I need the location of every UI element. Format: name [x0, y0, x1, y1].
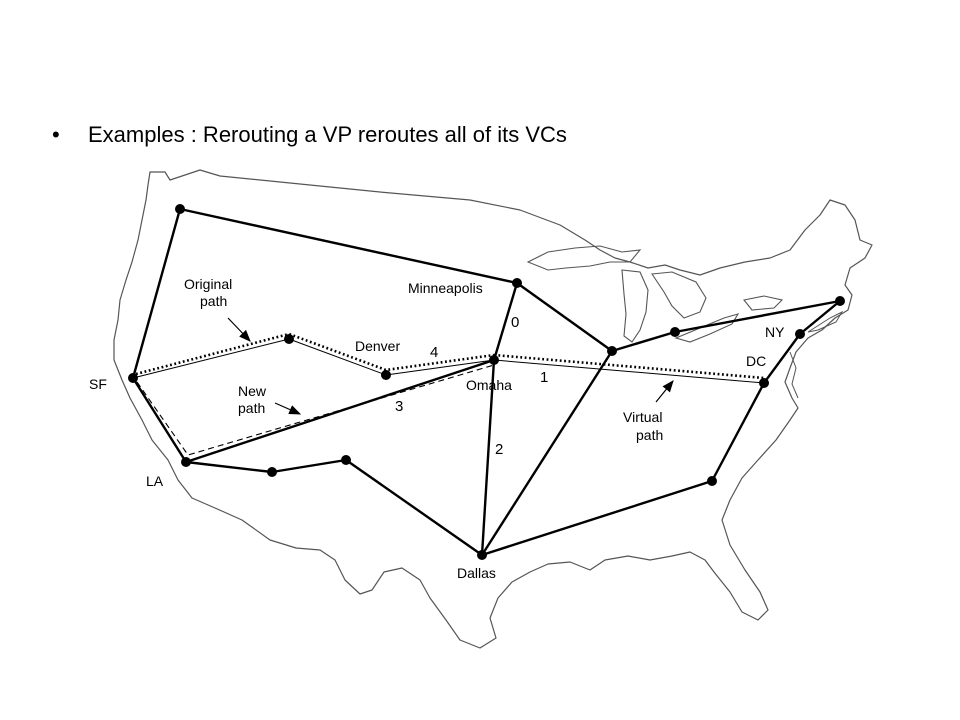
node-atlanta: [707, 476, 717, 486]
node-ny: [795, 329, 805, 339]
link-minneapolis-omaha: [492, 281, 519, 362]
original-path-dotted: [135, 332, 495, 376]
node-cleveland: [670, 327, 680, 337]
link-omaha-dallas: [480, 358, 496, 557]
link-cleveland-boston: [673, 299, 842, 334]
new-path-dashed: [136, 364, 495, 456]
link-elpaso-dallas: [344, 458, 484, 557]
city-label-dallas: Dallas: [457, 565, 496, 581]
link-minneapolis-chicago: [515, 281, 614, 353]
network-nodes: [128, 204, 845, 560]
node-dallas: [477, 550, 487, 560]
link-chicago-dallas: [480, 349, 614, 557]
node-sf: [128, 373, 138, 383]
node-denver: [381, 370, 391, 380]
annotation-new-line1: New: [238, 383, 267, 399]
link-denver-omaha: [385, 359, 495, 376]
chesapeake-bay: [789, 351, 799, 399]
node-nw: [175, 204, 185, 214]
link-number-4: 4: [430, 344, 438, 361]
virtual-path-dotted: [493, 353, 765, 380]
annotation-new-line2: path: [238, 400, 265, 416]
link-number-0: 0: [511, 314, 519, 331]
node-la: [181, 457, 191, 467]
city-label-sf: SF: [89, 376, 107, 392]
link-phoenix-elpaso: [270, 458, 348, 474]
city-label-ny: NY: [765, 324, 785, 340]
node-salt-lake: [284, 334, 294, 344]
city-label-dc: DC: [746, 353, 766, 369]
link-sf-salt-lake: [132, 338, 290, 379]
annotation-virtual-line1: Virtual: [623, 409, 662, 425]
node-chicago: [607, 346, 617, 356]
link-omaha-la: [184, 358, 496, 464]
city-label-minneapolis: Minneapolis: [408, 280, 483, 296]
bullet-item: • Examples : Rerouting a VP reroutes all …: [52, 118, 567, 152]
link-atlanta-dallas: [480, 479, 714, 557]
annotation-original-line2: path: [200, 293, 227, 309]
link-la-phoenix: [184, 460, 274, 474]
link-number-2: 2: [495, 441, 503, 458]
us-map-outline: [113, 169, 873, 649]
annotation-arrows: [227, 317, 674, 415]
virtual-path-arrow: [655, 380, 674, 403]
new-path-arrow: [274, 402, 302, 415]
link-boston-ny: [798, 299, 842, 336]
annotation-virtual-line2: path: [636, 427, 663, 443]
city-label-denver: Denver: [355, 338, 400, 354]
link-sf-nw: [131, 207, 182, 380]
lake-superior: [526, 245, 642, 271]
link-sf-la: [131, 376, 188, 464]
link-ny-dc: [762, 332, 802, 385]
city-label-la: LA: [146, 473, 164, 489]
node-boston: [835, 296, 845, 306]
link-number-3: 3: [395, 398, 403, 415]
node-omaha: [489, 355, 499, 365]
link-omaha-dc: [493, 359, 765, 384]
long-island: [807, 310, 844, 333]
city-label-omaha: Omaha: [466, 377, 512, 393]
node-minneapolis: [512, 278, 522, 288]
physical-links: [131, 207, 842, 557]
lake-michigan: [621, 269, 649, 343]
lake-erie: [674, 313, 740, 343]
link-number-1: 1: [540, 369, 548, 386]
node-elpaso: [341, 455, 351, 465]
link-dc-atlanta: [710, 381, 766, 483]
node-phoenix: [267, 467, 277, 477]
bullet-text: Examples : Rerouting a VP reroutes all o…: [88, 122, 567, 147]
lake-ontario: [743, 295, 784, 311]
annotation-original-line1: Original: [184, 276, 232, 292]
link-chicago-cleveland: [610, 330, 677, 353]
node-dc: [759, 378, 769, 388]
original-path-arrow: [227, 317, 251, 342]
link-nw-minneapolis: [178, 207, 519, 285]
bullet-marker: •: [52, 122, 60, 147]
thin-links: [132, 338, 765, 384]
lake-huron: [651, 271, 707, 319]
link-salt-lake-denver: [288, 338, 387, 376]
